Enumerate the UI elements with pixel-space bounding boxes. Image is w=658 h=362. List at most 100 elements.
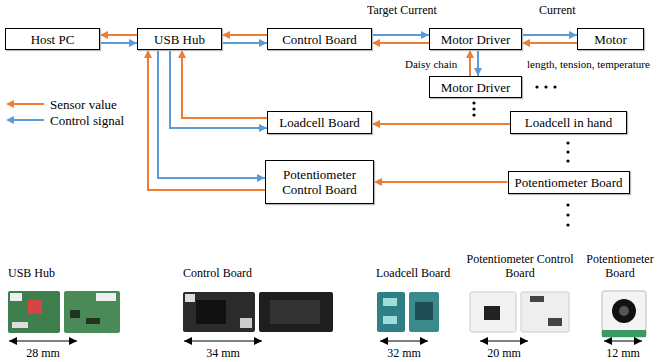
usb-hub-photo <box>8 291 60 333</box>
usb-hub-photo <box>86 318 100 324</box>
arrow-head <box>259 124 267 132</box>
loadcell-board-photo <box>383 298 397 306</box>
continuation-dots <box>566 223 569 226</box>
dimension-arrow <box>604 340 642 341</box>
box-label: Control Board <box>282 32 357 47</box>
signal-arrow <box>222 31 267 39</box>
arrow-head <box>372 39 380 47</box>
process-box: Motor Driver <box>429 28 522 50</box>
signal-line <box>148 50 265 190</box>
usb-hub-photo <box>12 322 28 328</box>
legend-sample <box>6 116 14 124</box>
loadcell-board-photo <box>415 302 433 320</box>
arrow-head <box>474 68 482 76</box>
control-board-photo <box>183 292 333 332</box>
part-name: Control Board <box>183 266 283 280</box>
legend-sample <box>6 100 44 124</box>
signal-arrow <box>374 178 508 186</box>
process-box: Potentiometer Control Board <box>265 160 374 204</box>
box-label: Loadcell in hand <box>525 115 612 130</box>
signal-arrow <box>100 39 137 47</box>
process-box: Potentiometer Board <box>508 171 630 194</box>
edge-label: Current <box>538 3 577 17</box>
arrow-head <box>522 39 530 47</box>
arrow-head <box>129 39 137 47</box>
continuation-dots <box>472 85 569 226</box>
potentiometer-control-board-photo <box>530 296 544 302</box>
arrow-head <box>144 50 152 58</box>
signal-line <box>522 34 577 36</box>
usb-hub-photo <box>28 300 42 314</box>
signal-arrow <box>474 50 482 76</box>
control-board-photo <box>240 318 252 328</box>
dimension-arrow <box>380 340 428 341</box>
continuation-dots <box>472 107 475 110</box>
continuation-dots <box>566 141 569 144</box>
edge-label: length, tension, temperature <box>526 57 651 71</box>
process-box: Loadcell Board <box>267 111 372 134</box>
signal-arrow <box>170 50 267 132</box>
signal-arrow <box>158 50 265 182</box>
usb-hub-photo <box>8 291 120 333</box>
potentiometer-control-board-photo <box>548 318 562 326</box>
dimension-label: 20 mm <box>474 346 534 360</box>
signal-arrow <box>372 31 429 39</box>
signal-line <box>372 123 510 125</box>
box-label: Potentiometer Control Board <box>270 167 369 197</box>
continuation-dots <box>472 101 475 104</box>
loadcell-board-photo <box>409 292 439 332</box>
box-label: USB Hub <box>154 32 205 47</box>
usb-hub-photo <box>70 310 80 318</box>
box-label: Motor <box>594 32 627 47</box>
loadcell-board-photo <box>377 292 405 332</box>
signal-line <box>372 34 429 36</box>
box-label: Potentiometer Board <box>515 175 623 190</box>
legend-text: Control signal <box>50 113 124 128</box>
signal-arrow <box>372 120 510 128</box>
arrow-head <box>100 31 108 39</box>
potentiometer-board-photo <box>612 299 636 323</box>
process-box: USB Hub <box>137 28 222 50</box>
legend-sample <box>10 119 44 121</box>
control-board-photo <box>185 294 195 302</box>
usb-hub-photo <box>96 293 116 301</box>
arrow-head <box>569 31 577 39</box>
dimension-arrow <box>9 340 642 341</box>
signal-arrow <box>178 50 267 118</box>
continuation-dots <box>553 85 556 88</box>
usb-hub-photo <box>10 293 22 301</box>
signal-line <box>522 42 577 44</box>
part-name: Potentiometer Control Board <box>462 252 578 280</box>
continuation-dots <box>566 150 569 153</box>
legend-sample <box>10 103 44 105</box>
process-box: Loadcell in hand <box>510 111 627 134</box>
continuation-dots <box>472 113 475 116</box>
continuation-dots <box>566 159 569 162</box>
signal-arrow <box>466 50 474 76</box>
arrow-head <box>178 50 186 58</box>
signal-arrow <box>522 31 577 39</box>
potentiometer-control-board-photo <box>484 306 500 320</box>
continuation-dots <box>544 85 547 88</box>
control-board-photo <box>270 300 320 324</box>
part-name: USB Hub <box>8 266 88 280</box>
arrow-head <box>466 50 474 58</box>
potentiometer-board-photo <box>602 291 646 337</box>
legend-sample <box>6 100 14 108</box>
signal-line <box>372 42 429 44</box>
dimension-label: 28 mm <box>13 346 73 360</box>
dimension-label: 32 mm <box>374 346 434 360</box>
edge-label: Daisy chain <box>404 57 458 71</box>
part-name: Potentiometer Board <box>584 252 656 280</box>
signal-line <box>374 181 508 183</box>
signal-arrow <box>372 39 429 47</box>
signal-line <box>182 50 267 118</box>
process-box: Host PC <box>5 28 100 50</box>
dimension-label: 34 mm <box>193 346 253 360</box>
signal-arrow <box>522 39 577 47</box>
box-label: Motor Driver <box>441 80 511 95</box>
potentiometer-control-board-photo <box>470 292 516 332</box>
control-board-photo <box>196 300 226 324</box>
arrow-head <box>222 31 230 39</box>
